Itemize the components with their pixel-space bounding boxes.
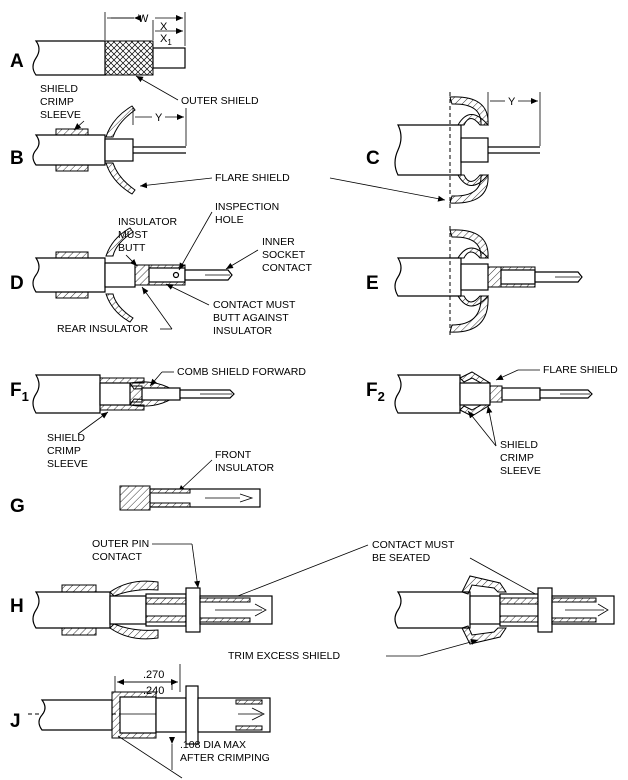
step-label-g: G bbox=[10, 496, 25, 517]
step-label-f1: F1 bbox=[10, 380, 29, 404]
step-label-a: A bbox=[10, 51, 24, 72]
step-label-h: H bbox=[10, 596, 24, 617]
label-trim-excess-shield: TRIM EXCESS SHIELD bbox=[228, 650, 340, 662]
figure-c-folded-shield: Y bbox=[394, 92, 541, 210]
dim-y-c: Y bbox=[508, 96, 516, 108]
label-comb-shield-forward: COMB SHIELD FORWARD bbox=[177, 366, 306, 378]
step-label-c: C bbox=[366, 148, 380, 169]
dim-x1: X1 bbox=[160, 33, 172, 47]
dim-w: W bbox=[138, 13, 149, 25]
figure-e-folded-with-contact bbox=[394, 226, 583, 336]
label-flare-shield-f2: FLARE SHIELD bbox=[543, 364, 618, 376]
label-rear-insulator: REAR INSULATOR bbox=[57, 323, 149, 335]
figure-a-stripped-cable: W X X1 OUTER SHIELD bbox=[32, 12, 259, 107]
dim-270: .270 bbox=[143, 669, 164, 681]
label-outer-shield: OUTER SHIELD bbox=[181, 95, 259, 107]
step-label-j: J bbox=[10, 711, 21, 732]
dim-240: .240 bbox=[143, 685, 164, 697]
label-flare-shield-bc: FLARE SHIELD bbox=[215, 172, 290, 184]
step-label-d: D bbox=[10, 273, 24, 294]
step-label-b: B bbox=[10, 148, 24, 169]
step-label-f2: F2 bbox=[366, 380, 385, 404]
step-label-e: E bbox=[366, 273, 379, 294]
dim-x: X bbox=[160, 21, 168, 33]
dim-y-b: Y bbox=[155, 112, 163, 124]
